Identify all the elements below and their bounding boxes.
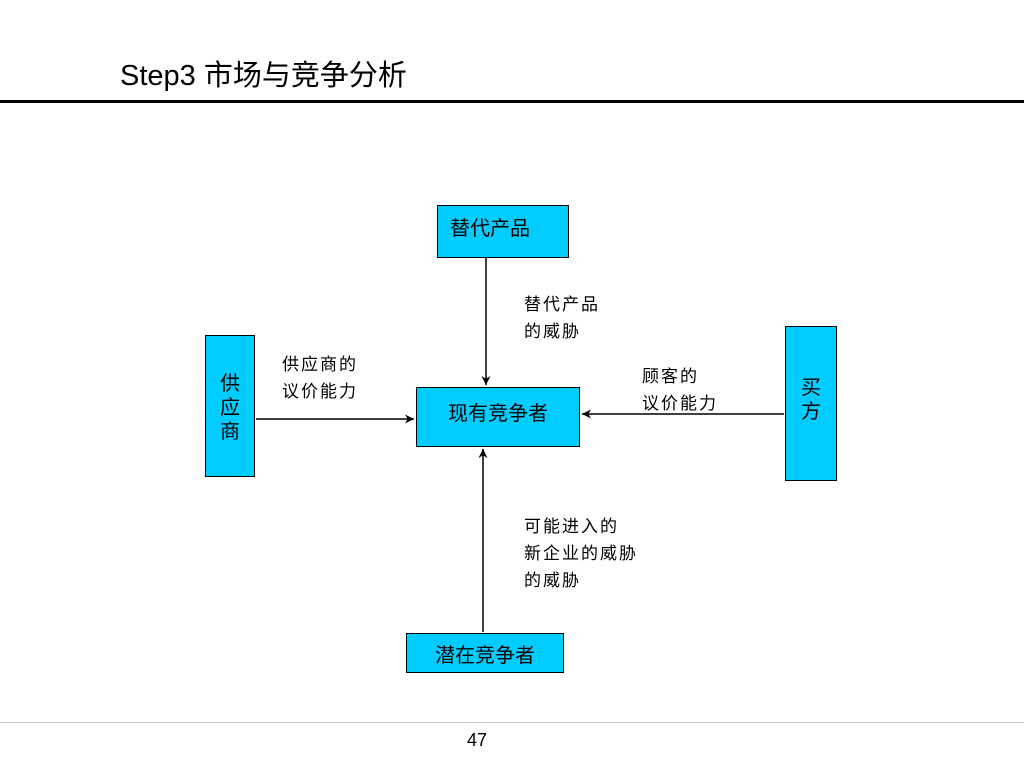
node-current-competitors-label: 现有竞争者 [448,401,548,425]
node-suppliers-label: 供应商 [220,371,240,443]
label-supplier-power: 供应商的 议价能力 [282,355,358,402]
slide-title: Step3 市场与竞争分析 [120,60,407,92]
title-divider [0,100,1024,103]
footer-divider [0,722,1024,723]
node-potential-competitors: 潜在竞争者 [406,633,564,673]
page-number: 47 [466,730,488,750]
label-substitutes-threat: 替代产品 的威胁 [524,295,600,342]
node-substitutes: 替代产品 [437,205,569,258]
node-suppliers: 供应商 [205,335,255,477]
node-substitutes-label: 替代产品 [450,216,530,240]
node-current-competitors: 现有竞争者 [416,387,580,447]
label-buyer-power: 顾客的 议价能力 [642,367,718,414]
node-potential-competitors-label: 潜在竞争者 [435,642,535,667]
node-buyers: 买方 [785,326,837,481]
label-new-entrant-threat: 可能进入的 新企业的威胁 的威胁 [524,517,638,591]
node-buyers-label: 买方 [801,375,821,423]
